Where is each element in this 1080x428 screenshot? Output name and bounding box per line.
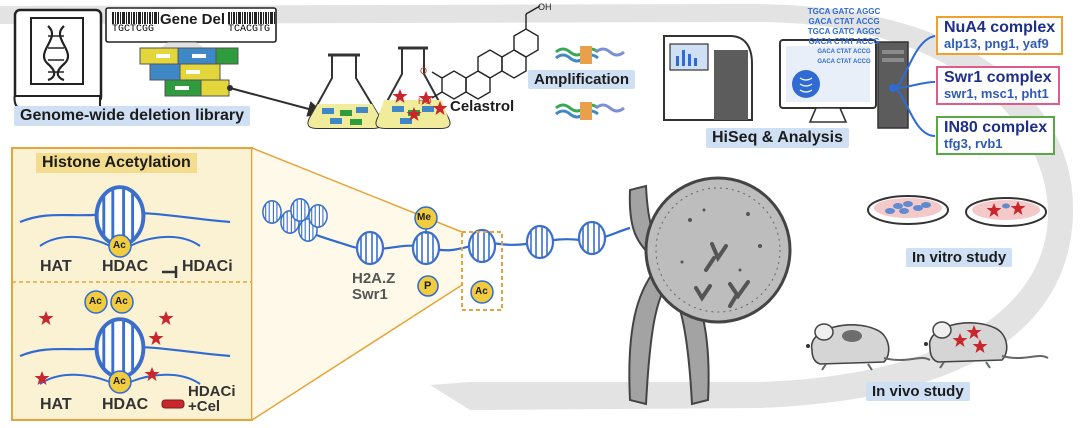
ac-label: Ac [89,296,102,307]
hdaci-cel-label: HDACi +Cel [188,383,236,415]
petri-dish-control-icon [867,195,949,225]
swr1-label: Swr1 [352,286,388,303]
hdac-label: HDAC [102,396,149,413]
in-vivo-label: In vivo study [866,382,970,401]
sequence-read: TGCA GATC AGGC [807,27,881,36]
ac-fiber-label: Ac [475,286,488,297]
mouse-control-icon [805,323,931,371]
ac-label: Ac [113,240,126,251]
link-swr1 [892,81,936,89]
ac-marker-top [108,234,132,258]
nucleosome-h2az [355,230,385,266]
nucleosome-5 [525,224,555,260]
cell-nucleus-icon [644,176,792,324]
svg-text:HO: HO [418,96,432,106]
sequencer-icon [663,35,753,121]
p-marker [417,275,439,297]
complex-genes: alp13, png1, yaf9 [944,35,1049,51]
complex-swr1: Swr1 complex swr1, msc1, pht1 [936,66,1060,105]
sequence-read: GACA CTAT ACCG [808,37,880,46]
nucleosome-me-p [411,230,441,266]
ac-marker-fiber [470,280,494,304]
complex-name: IN80 complex [944,119,1048,136]
computer-icon [779,39,909,129]
deletion-cassettes-icon [139,47,239,97]
hiseq-label: HiSeq & Analysis [706,128,850,148]
link-nua4 [892,35,936,89]
amplification-icon [555,46,625,120]
celastrol-label: Celastrol [450,98,515,115]
svg-text:O: O [420,66,427,76]
complex-name: NuA4 complex [944,19,1056,36]
sequence-reads: TGCA GATC AGGC GACA CTAT ACCG TGCA GATC … [784,7,904,67]
complex-in80: IN80 complex tfg3, rvb1 [936,116,1056,155]
barcode-left-label: TGCTCGG [112,24,155,35]
mouse-celastrol-icon [923,321,1049,369]
sequence-read: GACA CTAT ACCG [817,49,871,55]
sequence-read: GACA CTAT ACCG [817,59,871,65]
svg-text:OH: OH [538,2,552,12]
p-label: P [424,280,432,292]
complex-genes: swr1, msc1, pht1 [944,85,1049,101]
hat-label: HAT [40,396,72,413]
gene-del-label: Gene Del [160,11,226,28]
acetylation-title: Histone Acetylation [36,153,197,173]
nucleosome-6 [577,220,607,256]
complex-genes: tfg3, rvb1 [944,135,1003,151]
flask-celastrol-icon [375,46,451,129]
h2az-label: H2A.Z [352,270,396,287]
inhibitor-bar-icon [161,399,185,409]
link-in80 [892,87,936,137]
nucleosome-ac [467,228,497,264]
hat-label: HAT [40,258,72,275]
complex-name: Swr1 complex [944,69,1052,86]
celastrol-structure-icon [431,5,541,100]
complex-nua4: NuA4 complex alp13, png1, yaf9 [936,16,1064,55]
library-to-flask-arrow [229,87,324,117]
library-label: Genome-wide deletion library [14,106,251,126]
sequence-read: GACA CTAT ACCG [808,17,880,26]
in-vitro-label: In vitro study [906,248,1013,267]
petri-dish-celastrol-icon [965,197,1047,227]
barcode-right-label: TCACGTG [228,24,271,35]
book-icon [13,8,103,109]
amplification-label: Amplification [528,70,636,89]
ac-label: Ac [115,296,128,307]
hdaci-label: HDACi [182,258,233,275]
flask-control-icon [307,53,383,129]
sequence-read: TGCA GATC AGGC [807,7,881,16]
ac-label: Ac [113,376,126,387]
hdac-label: HDAC [102,258,149,275]
zoom-box [461,231,503,311]
me-label: Me [417,212,431,223]
